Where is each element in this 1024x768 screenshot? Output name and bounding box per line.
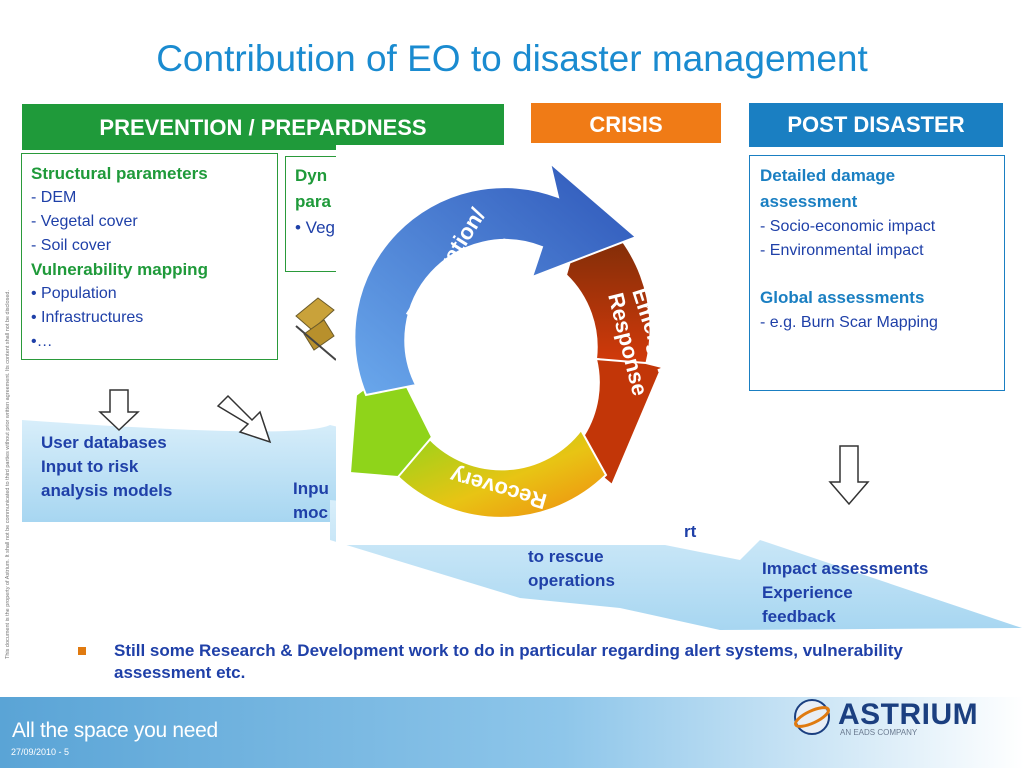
footer-date: 27/09/2010 - 5 bbox=[11, 747, 70, 757]
post-disaster-box: Detailed damage assessment - Socio-econo… bbox=[749, 155, 1005, 391]
dynamic-heading-line1: Dyn bbox=[295, 166, 328, 185]
vulnerability-item: • Population bbox=[31, 285, 117, 302]
damage-heading-line1: Detailed damage bbox=[760, 166, 896, 185]
flow-line: Impact assessments bbox=[762, 559, 929, 578]
disaster-cycle-diagram: Preparation/ Prevention Emergency Respon… bbox=[336, 145, 676, 545]
dynamic-heading-line2: para bbox=[295, 192, 331, 211]
down-arrow-icon bbox=[98, 389, 140, 432]
flow-line: Inpu bbox=[293, 479, 329, 498]
flow-line: Input to risk bbox=[41, 457, 139, 476]
input-models-text: Inpu moc bbox=[293, 477, 337, 525]
header-crisis: CRISIS bbox=[531, 103, 721, 143]
damage-item: - Environmental impact bbox=[760, 242, 924, 259]
footer-band bbox=[0, 697, 1024, 768]
support-text-fragment: rt bbox=[684, 522, 697, 541]
down-arrow-icon bbox=[828, 445, 870, 506]
side-legal-note: This document is the property of Astrium… bbox=[5, 290, 11, 659]
bullet-square bbox=[78, 647, 86, 655]
flow-line: feedback bbox=[762, 607, 836, 626]
impact-assessments-text: Impact assessments Experience feedback bbox=[762, 557, 928, 629]
structural-item: - Soil cover bbox=[31, 237, 112, 254]
logo-subtitle: AN EADS COMPANY bbox=[840, 728, 918, 737]
preparation-segment bbox=[353, 160, 638, 397]
flow-line: Experience bbox=[762, 583, 853, 602]
diagonal-arrow-icon bbox=[216, 394, 272, 444]
vulnerability-item: •… bbox=[31, 333, 53, 350]
flow-line: operations bbox=[528, 571, 615, 590]
astrium-logo-text: ASTRIUM bbox=[838, 698, 979, 731]
bullet-point: Still some Research & Development work t… bbox=[78, 640, 958, 684]
rescue-operations-text: to rescue operations bbox=[528, 545, 615, 593]
damage-heading-line2: assessment bbox=[760, 192, 858, 211]
global-item: - e.g. Burn Scar Mapping bbox=[760, 314, 938, 331]
astrium-logo-icon bbox=[793, 699, 831, 735]
structural-heading: Structural parameters bbox=[31, 164, 208, 183]
structural-parameters-box: Structural parameters - DEM - Vegetal co… bbox=[21, 153, 278, 360]
vulnerability-item: • Infrastructures bbox=[31, 309, 144, 326]
damage-item: - Socio-economic impact bbox=[760, 218, 936, 235]
flow-line: to rescue bbox=[528, 547, 604, 566]
flow-line: moc bbox=[293, 503, 328, 522]
flow-line: User databases bbox=[41, 433, 167, 452]
dynamic-item: • Veg bbox=[295, 218, 335, 237]
structural-item: - Vegetal cover bbox=[31, 213, 138, 230]
satellite-icon bbox=[295, 297, 337, 361]
flow-line: analysis models bbox=[41, 481, 173, 500]
header-prevention: PREVENTION / PREPARDNESS bbox=[22, 104, 504, 150]
structural-item: - DEM bbox=[31, 189, 77, 206]
user-databases-text: User databases Input to risk analysis mo… bbox=[41, 431, 172, 503]
footer-tagline: All the space you need bbox=[12, 719, 218, 742]
vulnerability-heading: Vulnerability mapping bbox=[31, 260, 208, 279]
page-title: Contribution of EO to disaster managemen… bbox=[156, 38, 868, 79]
bullet-text: Still some Research & Development work t… bbox=[114, 641, 903, 682]
global-heading: Global assessments bbox=[760, 288, 925, 307]
dynamic-parameters-box: Dyn para • Veg bbox=[285, 156, 355, 272]
header-post-disaster: POST DISASTER bbox=[749, 103, 1003, 147]
